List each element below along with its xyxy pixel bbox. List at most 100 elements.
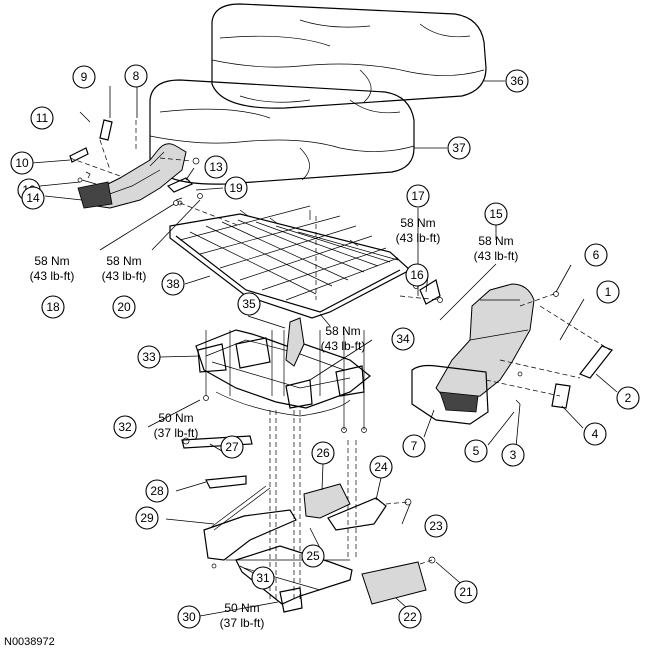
torque-34-lbft: (43 lb-ft)	[321, 339, 366, 353]
svg-text:11: 11	[36, 111, 49, 125]
svg-text:16: 16	[410, 268, 424, 282]
seat-frame	[169, 200, 443, 327]
torque-34-nm: 58 Nm	[325, 324, 360, 338]
svg-text:23: 23	[429, 519, 443, 533]
svg-text:21: 21	[459, 585, 473, 599]
callout-38: 38	[161, 272, 185, 296]
svg-text:14: 14	[26, 191, 40, 205]
svg-text:19: 19	[229, 181, 243, 195]
torque-15-nm: 58 Nm	[478, 234, 513, 248]
svg-text:26: 26	[316, 446, 330, 460]
svg-text:17: 17	[411, 189, 425, 203]
callouts: 1 2 3 4 5 6 7 8 9 10 11 12 13 14 15 16 1…	[10, 64, 640, 629]
callout-28: 28	[145, 479, 169, 503]
callout-2: 2	[616, 386, 640, 410]
svg-text:2: 2	[625, 391, 632, 405]
torque-17-nm: 58 Nm	[400, 216, 435, 230]
svg-text:1: 1	[605, 285, 612, 299]
svg-text:34: 34	[396, 332, 410, 346]
svg-text:30: 30	[182, 610, 196, 624]
leader-lines	[31, 80, 618, 617]
torque-15-lbft: (43 lb-ft)	[474, 249, 519, 263]
torque-20-nm: 58 Nm	[106, 254, 141, 268]
torque-17-lbft: (43 lb-ft)	[396, 231, 441, 245]
seat-cushion-top	[211, 3, 487, 109]
svg-text:13: 13	[209, 160, 223, 174]
callout-27: 27	[220, 435, 244, 459]
callout-20: 20	[112, 295, 136, 319]
svg-text:8: 8	[133, 69, 140, 83]
seat-cushion-lower	[149, 79, 415, 185]
svg-text:27: 27	[225, 440, 239, 454]
torque-18-lbft: (43 lb-ft)	[30, 269, 75, 283]
callout-37: 37	[447, 136, 471, 160]
callout-8: 8	[124, 64, 148, 88]
callout-7: 7	[402, 434, 426, 458]
torque-30-nm: 50 Nm	[224, 601, 259, 615]
callout-30: 30	[177, 605, 201, 629]
svg-text:22: 22	[403, 610, 417, 624]
torque-30-lbft: (37 lb-ft)	[220, 616, 265, 630]
svg-text:37: 37	[452, 141, 466, 155]
callout-3: 3	[501, 443, 525, 467]
callout-17: 17	[406, 184, 430, 208]
svg-text:28: 28	[150, 484, 164, 498]
svg-text:10: 10	[15, 156, 29, 170]
callout-23: 23	[424, 514, 448, 538]
callout-5: 5	[464, 439, 488, 463]
torque-labels: 58 Nm (43 lb-ft) 58 Nm (43 lb-ft) 58 Nm …	[30, 216, 519, 630]
callout-21: 21	[454, 580, 478, 604]
svg-text:29: 29	[140, 511, 154, 525]
callout-26: 26	[311, 441, 335, 465]
callout-34: 34	[391, 327, 415, 351]
callout-35: 35	[237, 292, 261, 316]
svg-text:7: 7	[411, 439, 418, 453]
svg-text:31: 31	[256, 571, 270, 585]
svg-text:6: 6	[593, 248, 600, 262]
svg-text:32: 32	[118, 420, 132, 434]
callout-10: 10	[10, 151, 34, 175]
callout-11: 11	[30, 106, 54, 130]
callout-31: 31	[251, 566, 275, 590]
callout-6: 6	[584, 243, 608, 267]
callout-22: 22	[398, 605, 422, 629]
svg-text:5: 5	[473, 444, 480, 458]
callout-24: 24	[369, 455, 393, 479]
callout-19: 19	[224, 176, 248, 200]
left-hinge-assembly	[69, 119, 203, 209]
callout-25: 25	[301, 544, 325, 568]
svg-text:36: 36	[510, 74, 524, 88]
callout-16: 16	[405, 263, 429, 287]
figure-id: N0038972	[4, 636, 55, 648]
callout-1: 1	[596, 280, 620, 304]
callout-33: 33	[137, 345, 161, 369]
svg-text:38: 38	[166, 277, 180, 291]
callout-9: 9	[72, 65, 96, 89]
svg-text:25: 25	[306, 549, 320, 563]
svg-text:20: 20	[117, 300, 131, 314]
callout-15: 15	[484, 202, 508, 226]
svg-text:35: 35	[242, 297, 256, 311]
lower-track-assembly	[181, 410, 436, 613]
callout-4: 4	[583, 422, 607, 446]
callout-32: 32	[113, 415, 137, 439]
callout-14: 14	[21, 186, 45, 210]
torque-20-lbft: (43 lb-ft)	[102, 269, 147, 283]
svg-text:4: 4	[592, 427, 599, 441]
svg-text:18: 18	[46, 300, 60, 314]
svg-text:9: 9	[81, 70, 88, 84]
callout-13: 13	[204, 155, 228, 179]
callout-29: 29	[135, 506, 159, 530]
torque-32-lbft: (37 lb-ft)	[154, 426, 199, 440]
svg-text:15: 15	[489, 207, 503, 221]
svg-text:33: 33	[142, 350, 156, 364]
torque-32-nm: 50 Nm	[158, 411, 193, 425]
seat-track-assembly	[195, 317, 371, 433]
torque-18-nm: 58 Nm	[34, 254, 69, 268]
callout-18: 18	[41, 295, 65, 319]
right-hinge-assembly	[411, 283, 613, 425]
svg-text:3: 3	[510, 448, 517, 462]
callout-36: 36	[505, 69, 529, 93]
svg-text:24: 24	[374, 460, 388, 474]
